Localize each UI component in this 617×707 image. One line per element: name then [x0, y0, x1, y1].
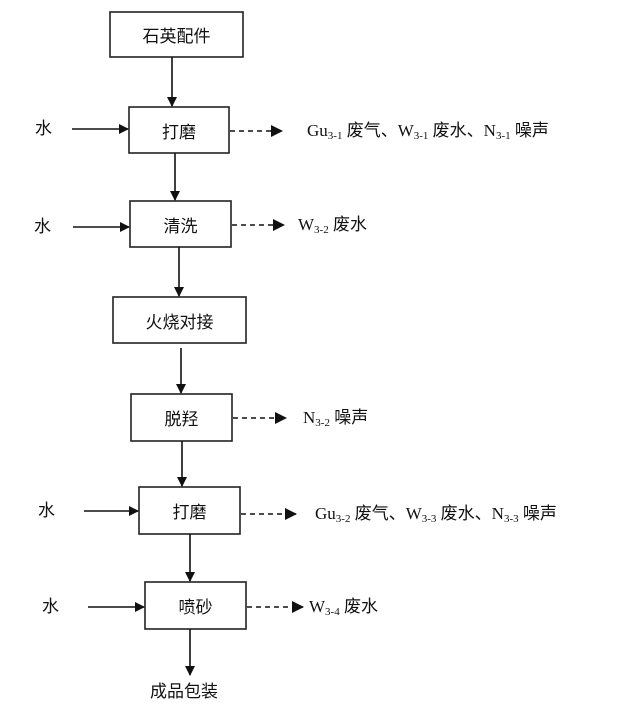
step-label-2: 打磨 [162, 122, 196, 143]
output-label-3: W3-2 废水 [298, 216, 367, 236]
output-label-6: Gu3-2 废气、W3-3 废水、N3-3 噪声 [315, 505, 557, 525]
emission-item: W3-1 废水 [397, 121, 467, 142]
emission-code: N [483, 121, 496, 140]
separator: 、 [474, 504, 492, 523]
emission-name: 废水 [328, 215, 367, 234]
emission-name: 废水 [428, 121, 467, 140]
emission-name: 噪声 [518, 504, 557, 523]
emission-subscript: 3-2 [335, 513, 351, 525]
emission-name: 废气 [350, 504, 389, 523]
step-box-2 [128, 106, 230, 154]
input-label-water-6: 水 [38, 501, 55, 521]
step-label-4: 火烧对接 [145, 312, 214, 333]
emission-name: 废水 [436, 504, 475, 523]
emission-subscript: 3-3 [503, 513, 519, 525]
emission-name: 废气 [342, 121, 381, 140]
step-label-7: 喷砂 [178, 598, 213, 618]
emission-item: W3-3 废水 [405, 504, 475, 525]
emission-code: W [397, 121, 414, 140]
emission-name: 噪声 [329, 408, 369, 427]
final-product-label: 成品包装 [150, 682, 218, 702]
emission-code: N [491, 504, 504, 523]
output-label-5: N3-2 噪声 [303, 409, 368, 429]
emission-item: W3-2 废水 [298, 215, 367, 236]
emission-code: N [303, 408, 316, 427]
emission-item: Gu3-2 废气 [315, 504, 389, 525]
emission-item: N3-2 噪声 [303, 408, 369, 429]
step-box-6 [138, 486, 241, 535]
emission-item: Gu3-1 废气 [307, 121, 381, 142]
step-label-3: 清洗 [163, 216, 198, 237]
input-label-water-7: 水 [42, 597, 59, 617]
step-box-3 [129, 200, 232, 248]
emission-subscript: 3-2 [314, 224, 329, 236]
output-label-2: Gu3-1 废气、W3-1 废水、N3-1 噪声 [307, 122, 549, 142]
emission-code: W [298, 215, 315, 234]
emission-code: W [405, 504, 422, 523]
step-box-4 [112, 296, 247, 344]
step-label-1: 石英配件 [142, 27, 211, 47]
separator: 、 [388, 504, 406, 523]
emission-subscript: 3-1 [327, 130, 343, 142]
emission-subscript: 3-4 [325, 606, 340, 618]
emission-subscript: 3-3 [421, 513, 437, 525]
emission-code: W [309, 597, 326, 616]
emission-subscript: 3-2 [315, 417, 330, 429]
emission-item: N3-1 噪声 [483, 121, 549, 142]
input-label-water-3: 水 [34, 217, 51, 237]
separator: 、 [466, 121, 484, 140]
emission-name: 废水 [339, 597, 378, 616]
separator: 、 [380, 121, 398, 140]
emission-item: N3-3 噪声 [491, 504, 557, 525]
emission-subscript: 3-1 [495, 130, 511, 142]
emission-subscript: 3-1 [413, 130, 429, 142]
output-label-7: W3-4 废水 [309, 598, 378, 618]
emission-item: W3-4 废水 [309, 597, 378, 618]
step-box-7 [144, 581, 247, 630]
input-label-water-2: 水 [35, 119, 52, 139]
emission-code: Gu [307, 121, 328, 140]
step-box-1 [109, 11, 244, 58]
emission-code: Gu [315, 504, 336, 523]
step-label-5: 脱羟 [164, 410, 199, 430]
step-label-6: 打磨 [172, 503, 207, 523]
emission-name: 噪声 [510, 121, 549, 140]
